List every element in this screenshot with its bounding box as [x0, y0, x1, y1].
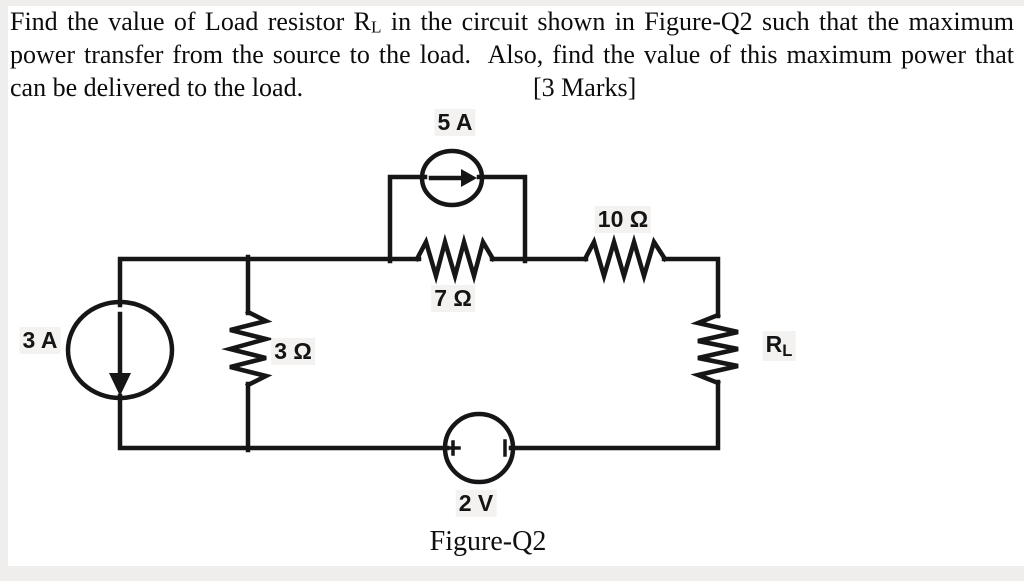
wire-top-right [661, 256, 721, 319]
arrow-down-icon [109, 373, 131, 396]
label-voltage-source-2v: 2 V [455, 490, 497, 517]
load-resistor-subscript: L [782, 341, 793, 361]
current-source-3a-symbol [65, 299, 175, 401]
wire-5a-loop-left [387, 174, 428, 264]
load-resistor-base: R [765, 331, 783, 357]
page-margin-top [0, 0, 1024, 6]
resistor-7ohm-symbol [413, 233, 497, 285]
page-margin-bottom [0, 566, 1024, 581]
label-resistor-3ohm: 3 Ω [271, 338, 315, 365]
label-current-source-3a: 3 A [19, 327, 61, 354]
question-line-1-post: in the circuit shown in Figure-Q2 such t… [381, 7, 1014, 36]
page-margin-left [0, 0, 8, 581]
wire-bottom-left [117, 393, 450, 451]
wire-5a-loop-right [476, 174, 528, 264]
label-load-resistor: RL [762, 331, 796, 362]
current-source-5a-symbol [419, 148, 485, 208]
question-line-1-pre: Find the value of Load resistor R [10, 7, 372, 36]
resistor-10ohm-symbol [581, 234, 669, 284]
figure-caption: Figure-Q2 [429, 526, 547, 557]
voltage-source-polarity [445, 439, 507, 457]
label-resistor-7ohm: 7 Ω [431, 285, 475, 312]
question-line-1-subscript: L [371, 17, 382, 37]
question-line-2: power transfer from the source to the lo… [10, 40, 1014, 69]
resistor-3ohm-symbol [221, 308, 275, 389]
marks-badge: [3 Marks] [533, 73, 637, 102]
resistor-load-symbol [690, 312, 739, 386]
wire-bottom-right [508, 379, 721, 451]
label-resistor-10ohm: 10 Ω [594, 206, 652, 233]
question-line-1: Find the value of Load resistor RL in th… [10, 5, 1014, 43]
label-current-source-5a: 5 A [434, 109, 476, 136]
question-line-3: can be delivered to the load. [10, 73, 304, 102]
wire-top-left [117, 256, 422, 308]
arrow-right-icon [461, 169, 477, 187]
